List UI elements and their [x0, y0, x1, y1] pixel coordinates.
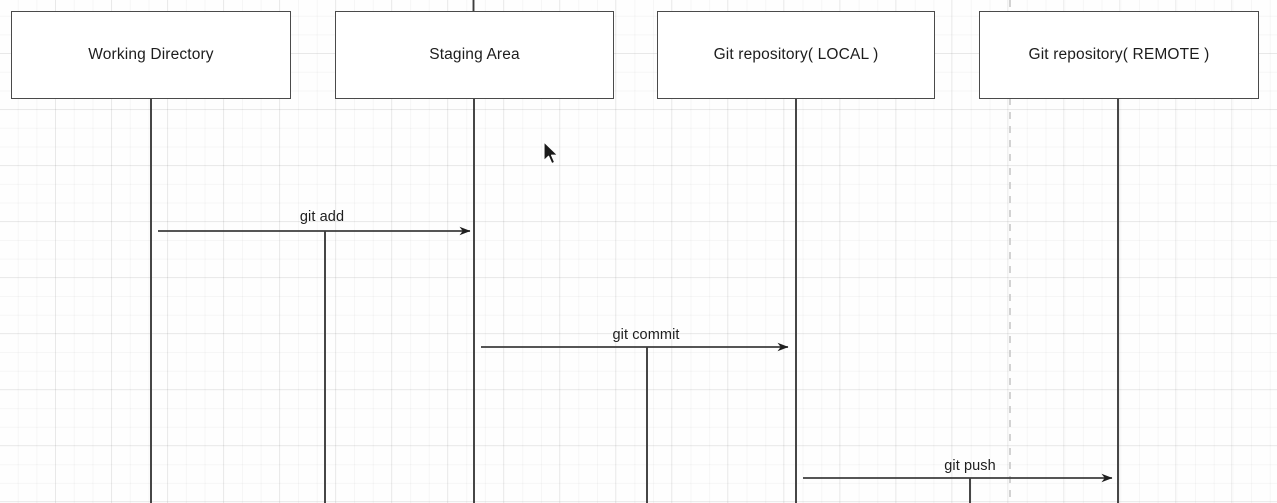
message-label-git-push[interactable]: git push — [944, 458, 996, 474]
participant-box-working-directory[interactable]: Working Directory — [11, 11, 291, 99]
participant-label-staging-area: Staging Area — [429, 46, 520, 63]
participant-label-working-directory: Working Directory — [88, 46, 214, 63]
participant-box-git-repository-remote[interactable]: Git repository( REMOTE ) — [979, 11, 1259, 99]
message-label-git-add[interactable]: git add — [299, 209, 345, 225]
participant-label-git-repository-remote: Git repository( REMOTE ) — [1028, 46, 1210, 63]
participant-box-git-repository-local[interactable]: Git repository( LOCAL ) — [657, 11, 935, 99]
participant-box-staging-area[interactable]: Staging Area — [335, 11, 614, 99]
message-label-git-commit[interactable]: git commit — [612, 327, 680, 343]
participant-label-git-repository-local: Git repository( LOCAL ) — [713, 46, 879, 63]
